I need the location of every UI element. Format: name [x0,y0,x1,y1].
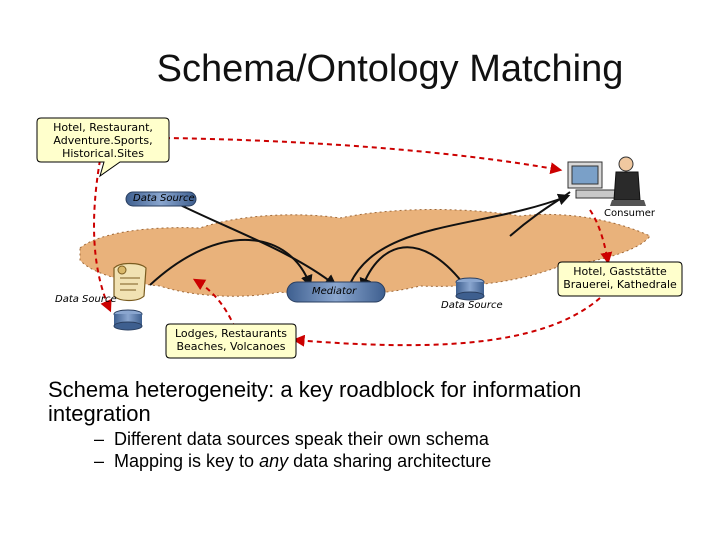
bullet-dash: – [94,451,105,471]
callout-topleft-shape [36,117,170,178]
scroll-icon [113,262,147,302]
black-arrow-consumer-to-rightdb [509,191,571,237]
callout-line: Adventure.Sports, [53,134,153,147]
bullet-text-pre: Mapping is key to [114,451,260,471]
red-arrow-topleft-to-consumer [164,137,563,175]
bullet-dash: – [94,429,105,449]
label-data-source-top: Data Source [133,193,195,204]
red-arrow-right-to-bottom [292,297,601,347]
callout-line: Lodges, Restaurants [174,327,288,340]
bullet-item: – Different data sources speak their own… [94,428,654,450]
callout-top-left: Hotel, Restaurant, Adventure.Sports, His… [37,121,169,160]
network-cloud [79,209,651,297]
callout-line: Hotel, Restaurant, [53,121,153,134]
callout-bottom-shape [165,323,297,359]
bullet-item: – Mapping is key to any data sharing arc… [94,450,654,472]
mediator-node [286,281,386,303]
red-arrow-bottom-to-scroll [192,278,236,329]
bullet-text-emphasis: any [259,451,289,471]
main-point: Schema heterogeneity: a key roadblock fo… [48,377,582,426]
consumer-computer-icon [567,156,646,206]
label-mediator: Mediator [312,286,357,297]
callout-line: Beaches, Volcanoes [176,340,286,353]
black-arrow-mediator-to-consumer [349,193,571,285]
black-arrow-scroll-to-mediator [149,238,313,288]
bullet-list: – Different data sources speak their own… [94,428,654,472]
database-icon [113,309,143,331]
label-consumer: Consumer [604,208,655,219]
database-icon [455,277,485,301]
callout-line: Brauerei, Kathedrale [563,278,677,291]
black-arrow-rightdb-to-mediator [359,246,463,291]
bullet-text: Different data sources speak their own s… [114,429,489,449]
label-data-source-left: Data Source [55,294,117,305]
bullet-text-post: data sharing architecture [288,451,492,471]
red-arrow-topleft-to-leftdb [93,159,112,313]
red-arrow-consumer-to-right [589,209,613,265]
database-icon [125,191,197,207]
callout-line: Hotel, Gaststätte [573,265,667,278]
page-title: Schema/Ontology Matching [156,48,624,90]
callout-right: Hotel, Gaststätte Brauerei, Kathedrale [558,265,682,291]
callout-line: Historical.Sites [62,147,144,160]
callout-bottom: Lodges, Restaurants Beaches, Volcanoes [166,327,296,353]
callout-right-shape [557,261,683,297]
label-data-source-right: Data Source [441,300,503,311]
